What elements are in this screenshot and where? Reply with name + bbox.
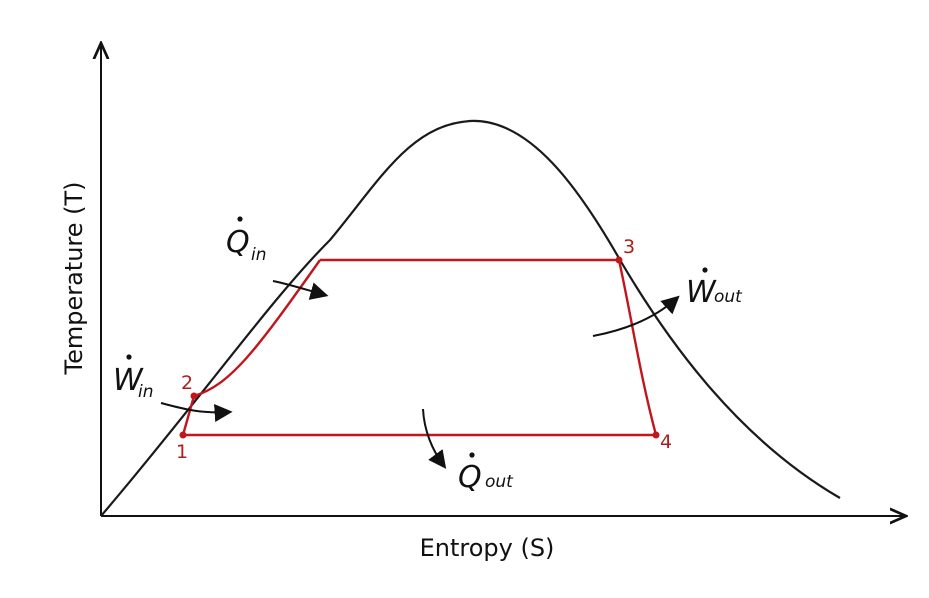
q-out-symbol: Q <box>458 460 482 495</box>
q-out-dot <box>469 452 475 458</box>
point-label-3: 3 <box>623 236 635 258</box>
state-point-3 <box>615 256 623 264</box>
q-out-arrow <box>422 408 447 469</box>
w-out-label: W out <box>686 267 743 310</box>
point-label-2: 2 <box>181 372 193 394</box>
x-axis-label: Entropy (S) <box>420 534 555 562</box>
saturation-dome <box>100 119 841 517</box>
q-in-label: Q in <box>226 216 267 265</box>
w-out-arrow <box>592 295 680 337</box>
w-in-symbol: W <box>113 363 144 398</box>
point-label-1: 1 <box>176 441 188 463</box>
w-out-dot <box>702 267 708 273</box>
cycle-path <box>181 258 658 437</box>
w-out-symbol: W <box>686 275 717 310</box>
process-3-4 <box>617 259 658 436</box>
process-1-2 <box>181 395 196 436</box>
q-in-arrow <box>272 280 329 300</box>
w-in-subscript: in <box>138 382 154 402</box>
q-out-label: Q out <box>458 452 514 495</box>
w-out-subscript: out <box>714 287 743 307</box>
w-in-label: W in <box>113 354 154 402</box>
y-axis-label: Temperature (T) <box>60 181 88 375</box>
state-point-2 <box>190 392 198 400</box>
state-point-1 <box>179 431 187 439</box>
q-out-subscript: out <box>485 472 514 492</box>
w-in-arrow <box>160 402 233 422</box>
q-in-dot <box>237 216 243 222</box>
q-in-symbol: Q <box>226 225 250 260</box>
w-in-dot <box>126 354 132 360</box>
state-point-4 <box>652 431 660 439</box>
process-2-3-heating <box>193 259 321 398</box>
q-in-subscript: in <box>251 245 267 265</box>
point-label-4: 4 <box>660 431 672 453</box>
